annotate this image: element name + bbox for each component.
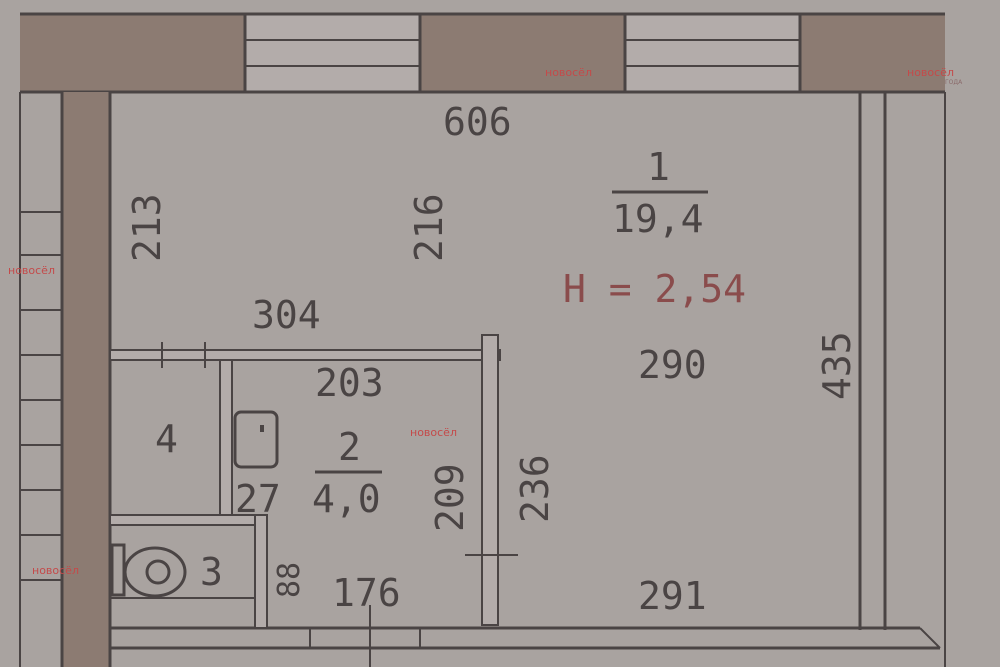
room2-number: 2 <box>338 425 361 469</box>
svg-text:новосёл: новосёл <box>410 426 457 439</box>
dim-right-wall: 435 <box>815 331 859 400</box>
dim-bath-height-b: 236 <box>513 454 557 523</box>
dim-top-wall: 606 <box>443 100 512 144</box>
toilet-icon <box>110 543 187 598</box>
dim-wc-height: 88 <box>272 562 307 598</box>
svg-text:новосёл: новосёл <box>32 564 79 577</box>
dim-room-depth: 290 <box>638 343 707 387</box>
svg-text:новосёл: новосёл <box>545 66 592 79</box>
dim-bath-height-a: 209 <box>428 463 472 532</box>
svg-text:ГОДА: ГОДА <box>945 79 963 86</box>
dim-left-wall: 213 <box>125 193 169 262</box>
watermark-logo: новосёл новосёл ГОДА новосёл новосёл нов… <box>8 66 963 577</box>
dim-bath-top: 203 <box>315 361 384 405</box>
partitions <box>109 334 518 629</box>
room1-area: 19,4 <box>612 197 704 241</box>
room3-number: 3 <box>200 550 223 594</box>
dim-sink: 27 <box>235 477 281 521</box>
room2-area: 4,0 <box>312 477 381 521</box>
dim-center-vertical: 216 <box>407 193 451 262</box>
svg-text:новосёл: новосёл <box>907 66 954 79</box>
room4-number: 4 <box>155 417 178 461</box>
walls <box>19 12 946 667</box>
dim-inner-width: 304 <box>252 293 321 337</box>
ceiling-height: H = 2,54 <box>563 267 746 311</box>
sink-icon <box>233 410 279 469</box>
svg-text:новосёл: новосёл <box>8 264 55 277</box>
dim-bath-width: 176 <box>332 571 401 615</box>
dim-bottom-right: 291 <box>638 574 707 618</box>
room1-number: 1 <box>647 145 670 189</box>
